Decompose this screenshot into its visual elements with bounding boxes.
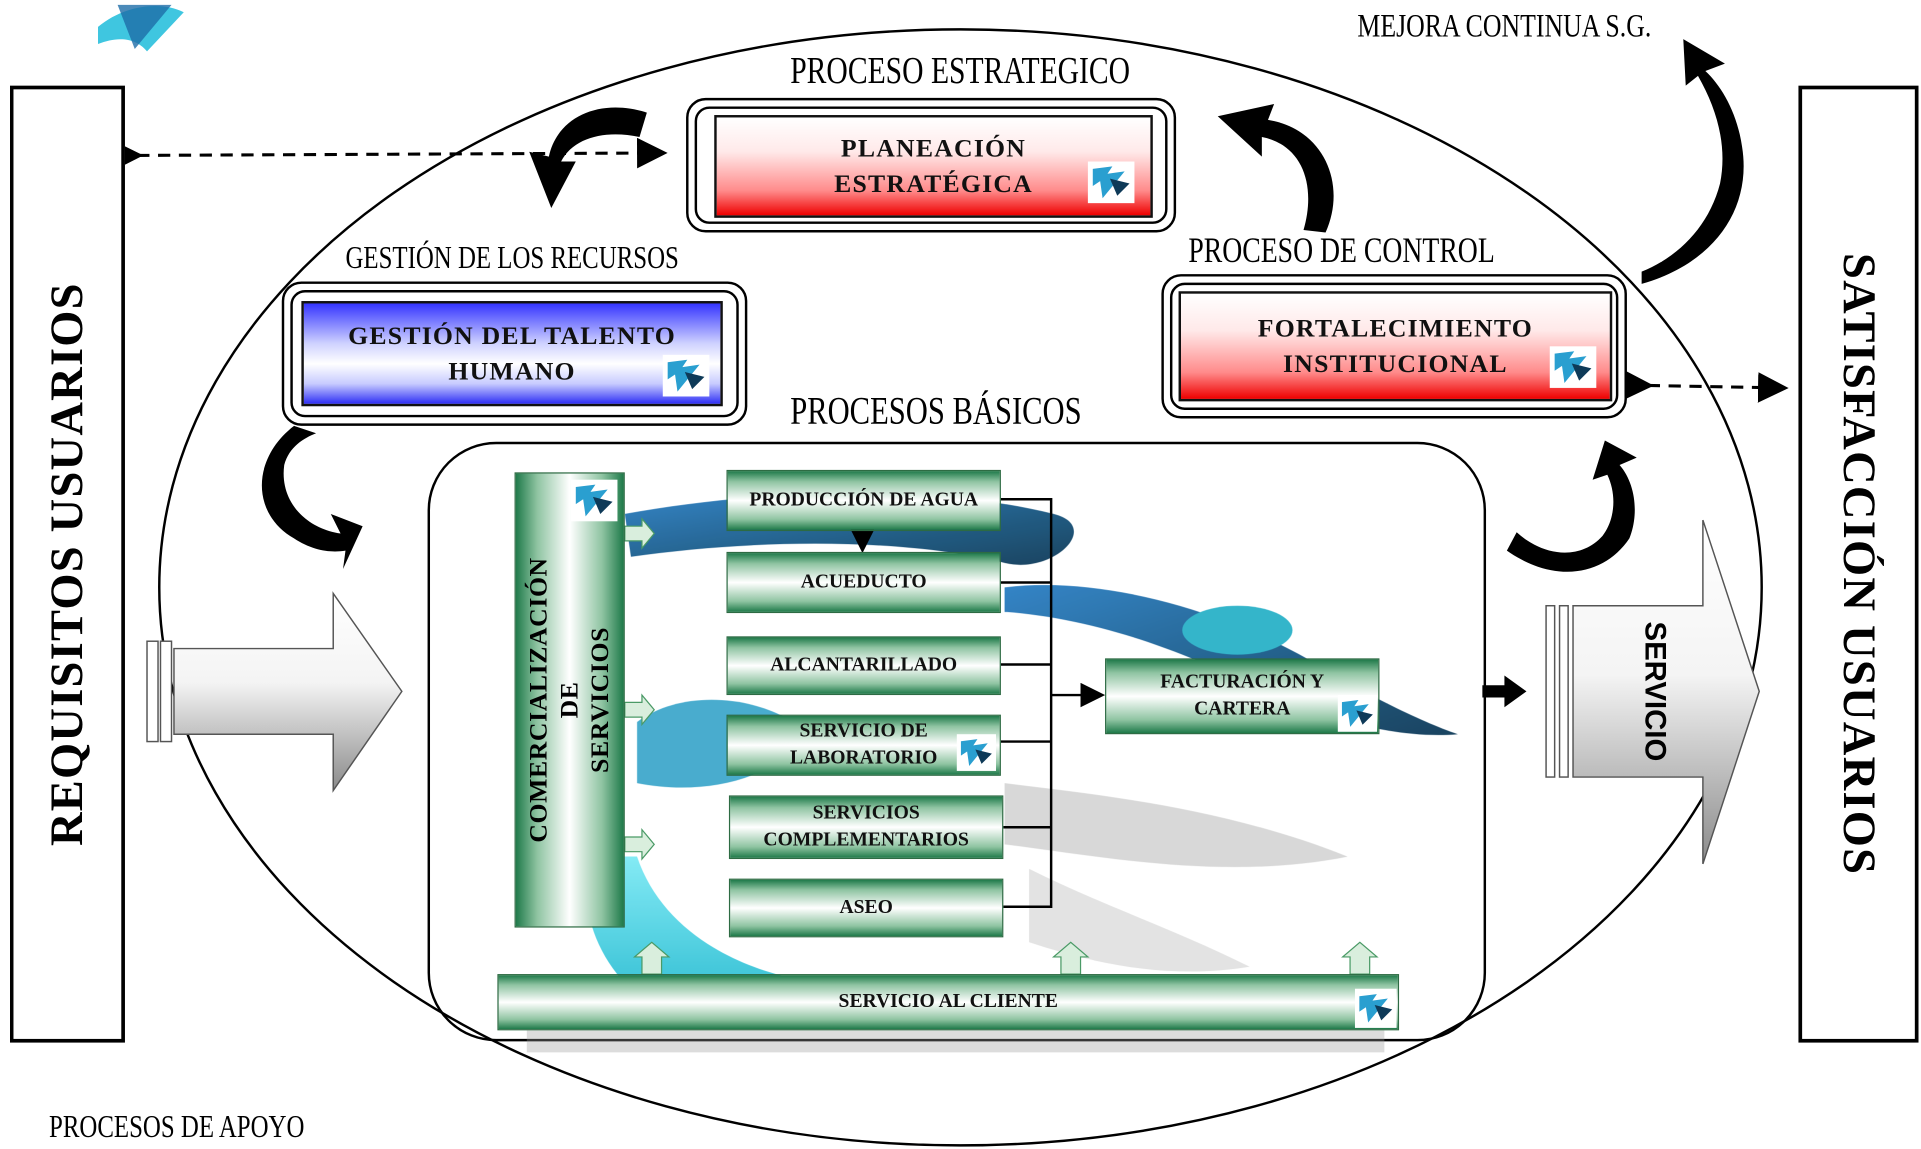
logo-icon bbox=[956, 734, 997, 771]
dashed-arrow-left bbox=[112, 137, 668, 171]
proceso-estrategico-label: PROCESO ESTRATEGICO bbox=[790, 48, 1131, 92]
produccion-agua-box: PRODUCCIÓN DE AGUA bbox=[726, 469, 1001, 532]
complementarios-box: SERVICIOS COMPLEMENTARIOS bbox=[728, 795, 1004, 860]
output-arrow bbox=[1545, 519, 1761, 865]
comercializacion-arrows bbox=[624, 517, 656, 861]
logo-icon bbox=[570, 479, 618, 522]
servicio-label: SERVICIO bbox=[1637, 621, 1672, 762]
logo-icon bbox=[1087, 161, 1135, 204]
procesos-apoyo-label: PROCESOS DE APOYO bbox=[49, 1108, 305, 1145]
fortalecimiento-text: FORTALECIMIENTO INSTITUCIONAL bbox=[1257, 312, 1534, 379]
facturacion-box: FACTURACIÓN Y CARTERA bbox=[1105, 658, 1380, 735]
logo-icon bbox=[1354, 988, 1397, 1028]
laboratorio-box: SERVICIO DE LABORATORIO bbox=[726, 714, 1001, 776]
logo-icon bbox=[1337, 695, 1378, 732]
curved-arrow-control-to-planeacion bbox=[1217, 104, 1334, 233]
acueducto-box: ACUEDUCTO bbox=[726, 551, 1001, 614]
requisitos-box: REQUISITOS USUARIOS bbox=[9, 85, 125, 1043]
procesos-basicos-label: PROCESOS BÁSICOS bbox=[790, 387, 1082, 432]
procesos-basicos-frame bbox=[427, 441, 1487, 1042]
satisfaccion-text: SATISFACCIÓN USUARIOS bbox=[1832, 253, 1885, 876]
servicio-cliente-box: SERVICIO AL CLIENTE bbox=[497, 974, 1400, 1031]
arrow-to-servicio bbox=[1482, 675, 1527, 708]
process-connectors bbox=[850, 498, 1106, 908]
swirl-background bbox=[585, 493, 1458, 1028]
system-ellipse bbox=[158, 28, 1763, 1147]
curved-arrow-mejora bbox=[1641, 39, 1744, 284]
cliente-up-arrows bbox=[632, 941, 1379, 975]
talento-text: GESTIÓN DEL TALENTO HUMANO bbox=[348, 320, 677, 386]
input-arrow bbox=[146, 591, 403, 793]
talento-humano-box: GESTIÓN DEL TALENTO HUMANO bbox=[301, 301, 723, 407]
proceso-control-label: PROCESO DE CONTROL bbox=[1188, 231, 1495, 271]
dashed-arrow-right bbox=[1622, 369, 1789, 403]
curved-arrow-talento-to-planeacion bbox=[529, 107, 647, 209]
mejora-continua-label: MEJORA CONTINUA S.G. bbox=[1357, 7, 1652, 45]
curved-arrow-talento-to-basicos bbox=[261, 425, 363, 570]
comercializacion-box: COMERCIALIZACIÓN DE SERVICIOS bbox=[514, 472, 625, 928]
curved-arrow-basicos-to-control bbox=[1506, 440, 1637, 572]
requisitos-text: REQUISITOS USUARIOS bbox=[41, 282, 94, 847]
planeacion-estrategica-box: PLANEACIÓN ESTRATÉGICA bbox=[714, 115, 1153, 218]
comercializacion-text: COMERCIALIZACIÓN DE SERVICIOS bbox=[523, 557, 615, 843]
logo-icon bbox=[662, 354, 710, 397]
corner-logo-icon bbox=[98, 4, 184, 52]
gestion-recursos-label: GESTIÓN DE LOS RECURSOS bbox=[345, 239, 679, 276]
fortalecimiento-institucional-box: FORTALECIMIENTO INSTITUCIONAL bbox=[1178, 291, 1613, 402]
alcantarillado-box: ALCANTARILLADO bbox=[726, 636, 1001, 696]
satisfaccion-box: SATISFACCIÓN USUARIOS bbox=[1798, 85, 1919, 1043]
logo-icon bbox=[1549, 346, 1597, 388]
aseo-box: ASEO bbox=[728, 878, 1004, 938]
planeacion-text: PLANEACIÓN ESTRATÉGICA bbox=[834, 132, 1033, 199]
